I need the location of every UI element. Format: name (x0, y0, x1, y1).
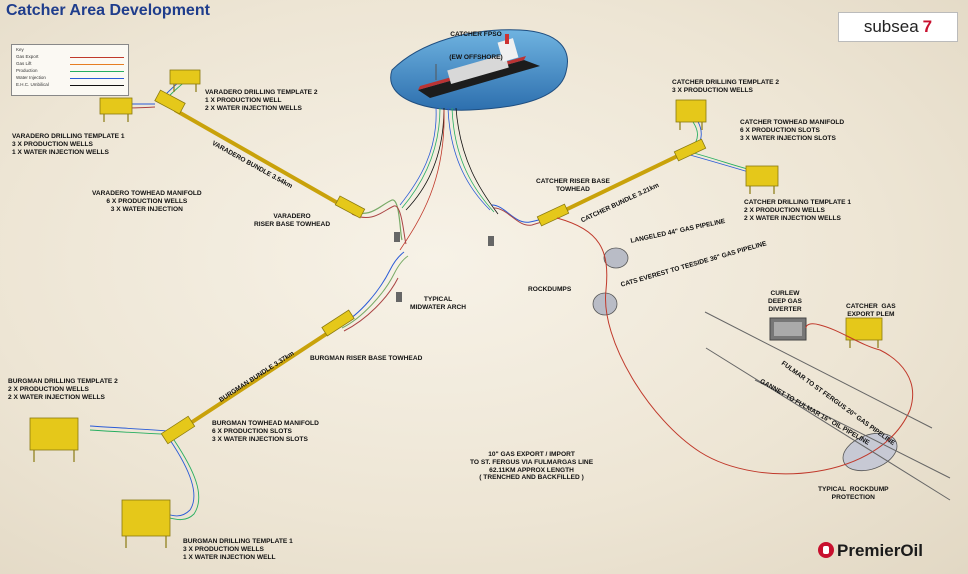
subsea7-logo-name: subsea (863, 17, 919, 36)
midwater-arch-anchors (394, 232, 494, 302)
fpso-label-line2: (EW OFFSHORE) (449, 53, 503, 61)
legend-swatch (70, 64, 124, 65)
burgman-bundle-line (178, 251, 409, 432)
varadero-template-1-label: VARADERO DRILLING TEMPLATE 1 3 X PRODUCT… (12, 133, 125, 156)
catcher-template-2-label: CATCHER DRILLING TEMPLATE 2 3 X PRODUCTI… (672, 79, 780, 94)
fpso-vessel (418, 34, 540, 98)
varadero-riser-label: VARADERO RISER BASE TOWHEAD (254, 213, 331, 228)
rockdumps-label: ROCKDUMPS (528, 286, 572, 293)
legend-swatch (70, 71, 124, 72)
subsea7-logo-number: 7 (922, 17, 933, 36)
rockdumps (592, 247, 898, 472)
catcher-gas-export-plem (845, 317, 883, 341)
catcher-template-1 (745, 165, 779, 187)
varadero-template-2 (169, 69, 201, 85)
burgman-template-2 (29, 417, 79, 451)
legend-label: Water Injection (16, 75, 46, 80)
yellow-structures (29, 69, 883, 537)
legend-heading: Key (16, 47, 24, 52)
curlew-label: CURLEW DEEP GAS DIVERTER (768, 290, 802, 313)
typical-rockdump-label: TYPICAL ROCKDUMP PROTECTION (818, 486, 889, 501)
existing-pipelines (704, 311, 951, 501)
burgman-riser-base (321, 309, 355, 337)
premier-oil-logo: PremierOil (818, 541, 923, 561)
varadero-template-1 (99, 97, 133, 115)
burgman-template-1 (121, 499, 171, 537)
premier-oil-logo-text: PremierOil (837, 541, 923, 560)
catcher-plem-label: CATCHER GAS EXPORT PLEM (846, 303, 896, 318)
gas-export-label: 10" GAS EXPORT / IMPORT TO ST. FERGUS VI… (470, 451, 594, 482)
subsea7-logo: subsea 7 (838, 12, 958, 42)
varadero-manifold-label: VARADERO TOWHEAD MANIFOLD 6 X PRODUCTION… (92, 190, 202, 213)
legend-swatch (70, 78, 124, 79)
fpso-label-line1: CATCHER FPSO (450, 30, 502, 38)
varadero-template-2-label: VARADERO DRILLING TEMPLATE 2 1 X PRODUCT… (205, 89, 318, 112)
legend-label: Gas Export (16, 54, 39, 59)
burgman-template-1-label: BURGMAN DRILLING TEMPLATE 1 3 X PRODUCTI… (183, 538, 293, 561)
catcher-template-2 (675, 99, 707, 123)
catcher-riser-label: CATCHER RISER BASE TOWHEAD (536, 178, 610, 193)
curlew-diverter (769, 317, 807, 341)
varadero-riser-base (334, 195, 366, 219)
burgman-manifold-label: BURGMAN TOWHEAD MANIFOLD 6 X PRODUCTION … (212, 420, 319, 443)
template-legs (33, 84, 879, 548)
legend-label: Gas Lift (16, 61, 32, 66)
varadero-bundle-line (174, 108, 407, 245)
typical-arch-label: TYPICAL MIDWATER ARCH (410, 296, 467, 311)
fpso-risers (399, 107, 499, 251)
fpso-label: CATCHER FPSO (EW OFFSHORE) (449, 15, 502, 70)
burgman-template-2-label: BURGMAN DRILLING TEMPLATE 2 2 X PRODUCTI… (8, 378, 118, 401)
page-title: Catcher Area Development (6, 2, 210, 19)
catcher-manifold (673, 138, 707, 162)
premier-oil-mark-icon (818, 542, 834, 558)
varadero-manifold (154, 89, 186, 115)
legend-swatch (70, 57, 124, 58)
burgman-riser-label: BURGMAN RISER BASE TOWHEAD (310, 355, 423, 362)
legend-label: E.H.C. Umbilical (16, 82, 49, 87)
legend-label: Production (16, 68, 38, 73)
catcher-riser-base (536, 203, 570, 227)
gas-export-pipeline (556, 217, 914, 475)
burgman-manifold (160, 415, 196, 445)
catcher-template-1-label: CATCHER DRILLING TEMPLATE 1 2 X PRODUCTI… (744, 199, 852, 222)
legend: Key Gas Export Gas Lift Production Water… (11, 44, 129, 96)
catcher-manifold-label: CATCHER TOWHEAD MANIFOLD 6 X PRODUCTION … (740, 119, 845, 142)
legend-swatch (70, 85, 124, 86)
